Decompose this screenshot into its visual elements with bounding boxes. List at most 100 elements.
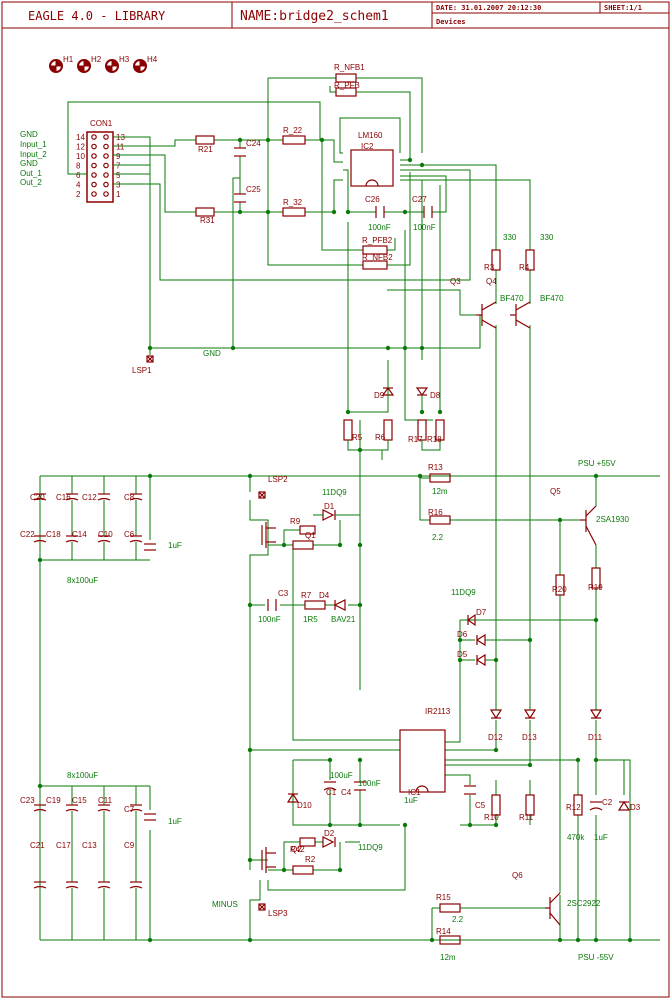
svg-text:C26: C26 [365, 195, 380, 204]
svg-text:C21: C21 [30, 841, 45, 850]
svg-text:D4: D4 [319, 591, 330, 600]
svg-text:C1: C1 [326, 788, 337, 797]
svg-text:H1: H1 [63, 55, 74, 64]
svg-text:R16: R16 [428, 508, 443, 517]
pin-number: 10 [76, 152, 85, 161]
svg-text:8x100uF: 8x100uF [67, 576, 98, 585]
svg-text:C17: C17 [56, 841, 71, 850]
svg-text:D2: D2 [324, 829, 335, 838]
svg-text:R9: R9 [290, 517, 301, 526]
svg-text:Q4: Q4 [486, 277, 497, 286]
svg-text:R_NFB2: R_NFB2 [362, 253, 393, 262]
connector-pin [91, 134, 97, 140]
svg-text:Input_2: Input_2 [20, 150, 47, 159]
svg-text:2.2: 2.2 [452, 915, 464, 924]
capacitor-plate [129, 539, 143, 543]
connector-pin [91, 172, 97, 178]
connector-pin [91, 191, 97, 197]
svg-text:2.2: 2.2 [432, 533, 444, 542]
svg-text:Q2: Q2 [291, 845, 302, 854]
pin-number: 5 [116, 171, 121, 180]
svg-text:BF470: BF470 [500, 294, 524, 303]
capacitor-plate [97, 808, 111, 812]
svg-text:C25: C25 [246, 185, 261, 194]
svg-text:H3: H3 [119, 55, 130, 64]
svg-text:H4: H4 [147, 55, 158, 64]
capacitor-plate [65, 808, 79, 812]
svg-text:330: 330 [503, 233, 517, 242]
svg-text:1uF: 1uF [168, 541, 182, 550]
svg-text:R3: R3 [484, 263, 495, 272]
svg-text:100nF: 100nF [258, 615, 281, 624]
svg-text:CON1: CON1 [90, 119, 113, 128]
svg-text:R12: R12 [566, 803, 581, 812]
pin-number: 1 [116, 190, 121, 199]
svg-text:GND: GND [203, 349, 221, 358]
svg-text:C9: C9 [124, 841, 135, 850]
connector-pin [103, 181, 109, 188]
svg-text:D6: D6 [457, 630, 468, 639]
svg-text:Q5: Q5 [550, 487, 561, 496]
capacitor-plate [65, 539, 79, 543]
svg-text:Q1: Q1 [305, 531, 316, 540]
svg-text:C15: C15 [72, 796, 87, 805]
wires [39, 77, 660, 941]
svg-text:R4: R4 [519, 263, 530, 272]
svg-text:2SA1930: 2SA1930 [596, 515, 629, 524]
svg-text:LSP2: LSP2 [268, 475, 288, 484]
svg-text:R_PFB: R_PFB [334, 81, 360, 90]
svg-text:IR2113: IR2113 [425, 707, 451, 716]
svg-text:11DQ9: 11DQ9 [358, 843, 383, 852]
capacitor-plate [33, 497, 47, 501]
svg-text:11DQ9: 11DQ9 [451, 588, 476, 597]
svg-text:LSP3: LSP3 [268, 909, 288, 918]
connector-pin [91, 153, 97, 159]
capacitor-plate [33, 539, 47, 543]
svg-text:R5: R5 [352, 433, 363, 442]
svg-text:D11: D11 [588, 733, 603, 742]
svg-text:R42: R42 [290, 845, 305, 854]
svg-text:Q6: Q6 [512, 871, 523, 880]
svg-text:R_22: R_22 [283, 126, 303, 135]
svg-text:R13: R13 [428, 463, 443, 472]
svg-text:C4: C4 [341, 788, 352, 797]
svg-text:R31: R31 [200, 216, 215, 225]
svg-text:C19: C19 [46, 796, 61, 805]
svg-text:C2: C2 [602, 798, 613, 807]
svg-text:R11: R11 [519, 813, 534, 822]
svg-text:C14: C14 [72, 530, 87, 539]
svg-text:D1: D1 [324, 502, 335, 511]
svg-text:BAV21: BAV21 [331, 615, 356, 624]
svg-text:C12: C12 [82, 493, 97, 502]
capacitor-plate [97, 539, 111, 543]
svg-text:GND: GND [20, 130, 38, 139]
svg-text:R20: R20 [552, 585, 567, 594]
pin-number: 14 [76, 133, 85, 142]
schematic-name: NAME:bridge2_schem1 [240, 9, 389, 24]
connector-signal-labels: GND Input_1 Input_2 GND Out_1 Out_2 [20, 130, 47, 187]
svg-text:1uF: 1uF [404, 796, 418, 805]
pin-number: 6 [76, 171, 81, 180]
connector-pin [91, 181, 97, 188]
mounting-holes: H1 H2 H3 H4 [49, 55, 158, 73]
connector-pin [91, 162, 97, 169]
svg-text:C16: C16 [56, 493, 71, 502]
svg-text:R10: R10 [484, 813, 499, 822]
svg-text:BF470: BF470 [540, 294, 564, 303]
svg-text:C8: C8 [124, 493, 135, 502]
svg-text:LM160: LM160 [358, 131, 383, 140]
svg-text:1R5: 1R5 [303, 615, 318, 624]
svg-text:MINUS: MINUS [212, 900, 238, 909]
junctions [37, 137, 633, 943]
capacitor-plate [129, 885, 143, 889]
svg-text:100nF: 100nF [413, 223, 436, 232]
svg-text:C22: C22 [20, 530, 35, 539]
svg-text:R7: R7 [301, 591, 312, 600]
svg-text:R2: R2 [305, 855, 316, 864]
svg-text:R14: R14 [436, 927, 451, 936]
svg-text:C5: C5 [475, 801, 486, 810]
svg-text:R18: R18 [427, 435, 442, 444]
svg-text:H2: H2 [91, 55, 102, 64]
